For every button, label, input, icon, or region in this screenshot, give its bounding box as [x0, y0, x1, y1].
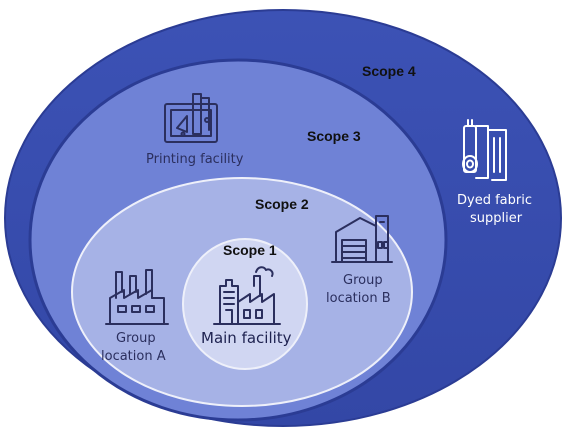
main-factory-icon	[213, 266, 281, 325]
group-location-a-line2: location A	[101, 349, 166, 364]
fabric-roll-icon	[462, 119, 507, 181]
printing-facility-label: Printing facility	[146, 152, 244, 167]
scope-3-label: Scope 3	[307, 128, 361, 144]
factory-icon	[105, 269, 169, 325]
printing-icon	[164, 93, 218, 143]
scope-1-label: Scope 1	[223, 242, 277, 258]
group-location-b-line1: Group	[343, 273, 383, 288]
warehouse-icon	[331, 215, 393, 263]
scope-2-label: Scope 2	[255, 196, 309, 212]
scope-4-label: Scope 4	[362, 63, 416, 79]
main-facility-label: Main facility	[201, 329, 292, 347]
group-location-a-line1: Group	[116, 331, 156, 346]
dyed-fabric-supplier-line1: Dyed fabric	[457, 193, 532, 208]
scope-1-ellipse	[182, 238, 308, 370]
dyed-fabric-supplier-line2: supplier	[470, 211, 523, 226]
group-location-b-line2: location B	[326, 291, 391, 306]
